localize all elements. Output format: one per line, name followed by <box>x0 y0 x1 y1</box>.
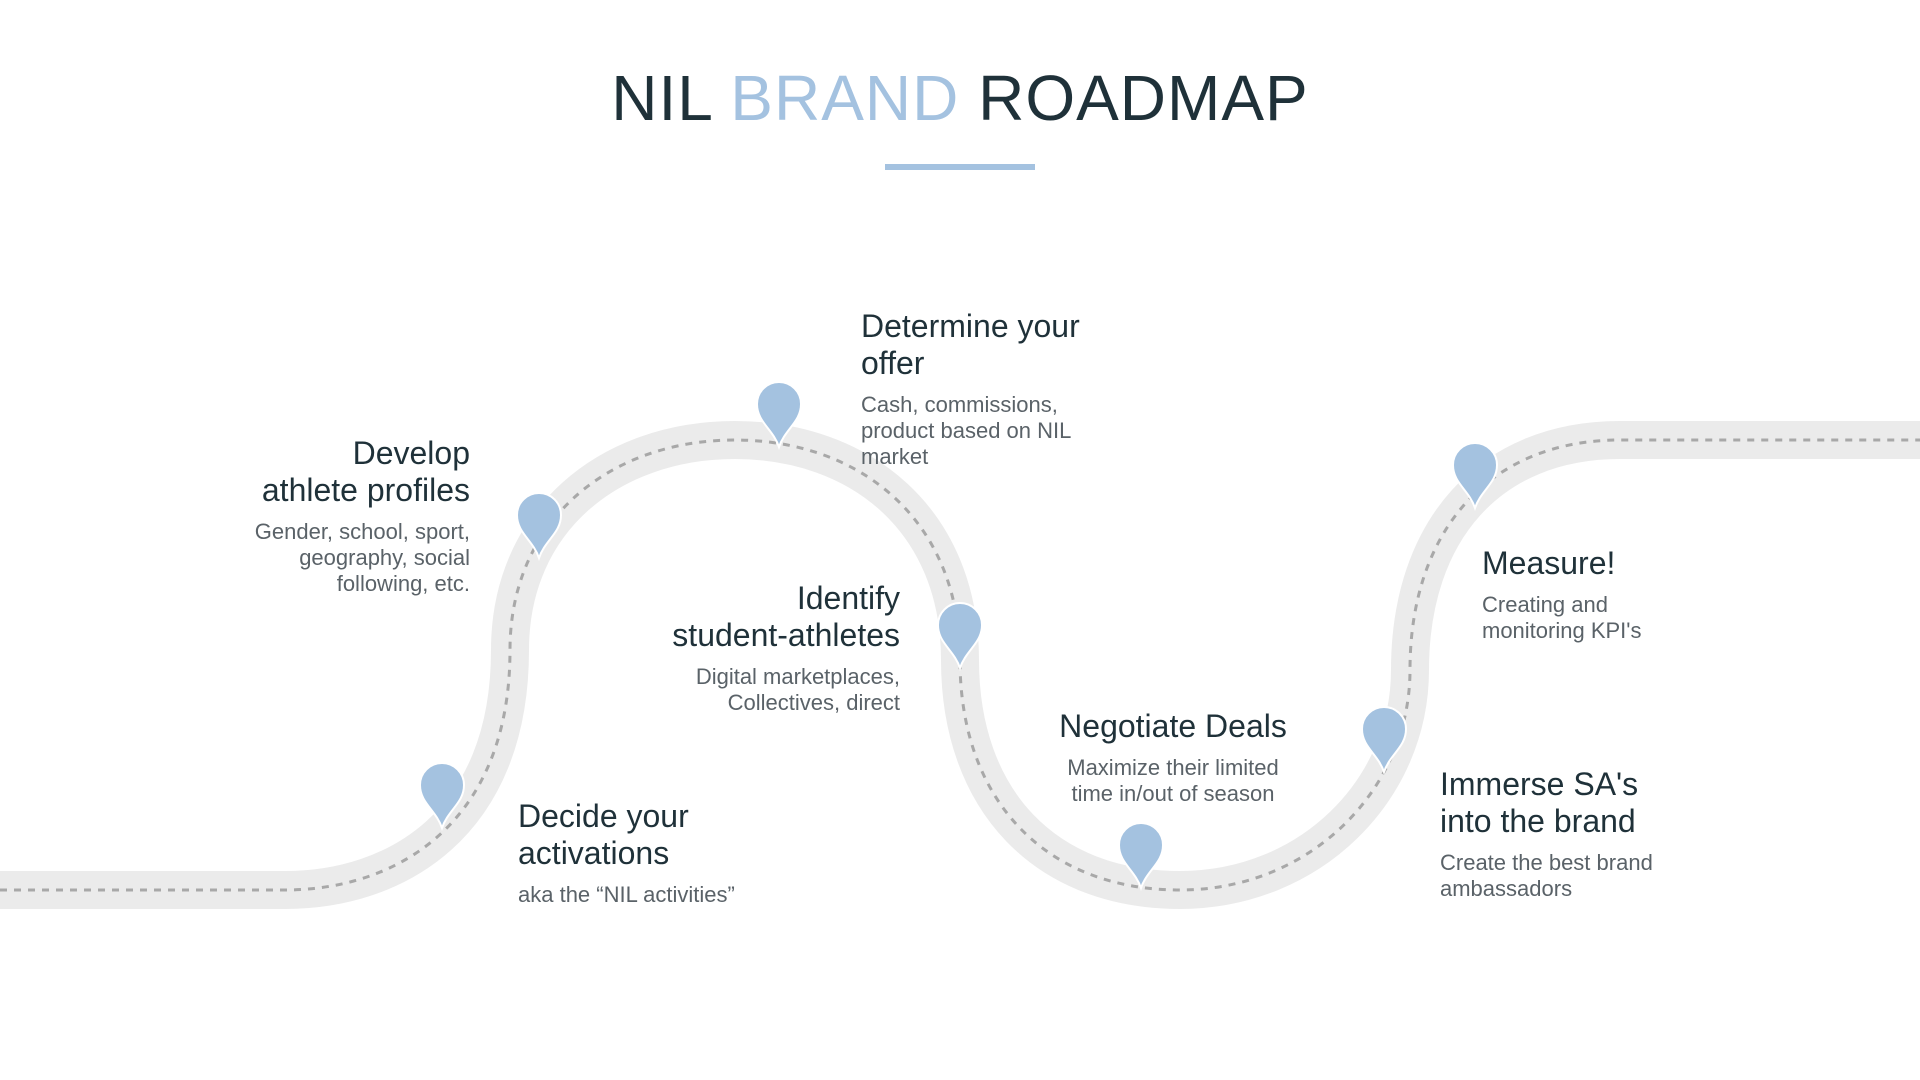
pin-negotiate-deals-icon <box>1117 822 1165 892</box>
step-heading: Immerse SA's into the brand <box>1440 766 1740 840</box>
step-heading-line: Identify <box>796 580 900 616</box>
step-heading: Decide your activations <box>518 798 838 872</box>
title-word-brand: BRAND <box>730 62 960 134</box>
step-immerse-into-brand: Immerse SA's into the brand Create the b… <box>1440 766 1740 902</box>
pin-develop-profiles-icon <box>515 492 563 562</box>
page-title: NIL BRAND ROADMAP <box>0 58 1920 138</box>
step-description-line: Gender, school, sport, <box>254 519 470 544</box>
step-description-line: Digital marketplaces, <box>695 664 900 689</box>
step-heading-line: Measure! <box>1482 545 1616 581</box>
title-word-nil: NIL <box>611 62 712 134</box>
step-heading: Identify student-athletes <box>600 580 900 654</box>
step-description-line: Create the best brand <box>1440 850 1653 875</box>
step-description-line: Maximize their limited <box>1067 755 1279 780</box>
step-description: Creating and monitoring KPI's <box>1482 592 1742 644</box>
step-heading-line: activations <box>518 835 670 871</box>
step-description-line: product based on NIL <box>861 418 1072 443</box>
step-negotiate-deals: Negotiate Deals Maximize their limited t… <box>1033 708 1313 807</box>
step-heading-line: offer <box>861 345 925 381</box>
step-heading: Determine your offer <box>861 308 1141 382</box>
step-heading-line: Decide your <box>518 798 689 834</box>
step-identify-student-athletes: Identify student-athletes Digital market… <box>600 580 900 716</box>
step-heading-line: Negotiate Deals <box>1059 708 1287 744</box>
step-heading-line: Develop <box>352 435 470 471</box>
step-heading-line: student-athletes <box>672 617 900 653</box>
step-description-line: Cash, commissions, <box>861 392 1058 417</box>
step-heading-line: athlete profiles <box>261 472 470 508</box>
step-description: Maximize their limited time in/out of se… <box>1033 755 1313 807</box>
step-description: aka the “NIL activities” <box>518 882 838 908</box>
step-description: Cash, commissions, product based on NIL … <box>861 392 1141 470</box>
pin-immerse-brand-icon <box>1360 706 1408 776</box>
step-description: Create the best brand ambassadors <box>1440 850 1740 902</box>
step-description-line: Creating and <box>1482 592 1608 617</box>
step-heading: Develop athlete profiles <box>190 435 470 509</box>
pin-decide-activations-icon <box>418 762 466 832</box>
step-heading-line: Immerse SA's <box>1440 766 1639 802</box>
step-measure: Measure! Creating and monitoring KPI's <box>1482 545 1742 644</box>
step-heading-line: into the brand <box>1440 803 1636 839</box>
step-determine-offer: Determine your offer Cash, commissions, … <box>861 308 1141 470</box>
step-description-line: market <box>861 444 929 469</box>
pin-identify-athletes-icon <box>936 602 984 672</box>
step-heading: Negotiate Deals <box>1033 708 1313 745</box>
step-description-line: ambassadors <box>1440 876 1573 901</box>
pin-measure-icon <box>1451 442 1499 512</box>
pin-determine-offer-icon <box>755 381 803 451</box>
step-decide-activations: Decide your activations aka the “NIL act… <box>518 798 838 908</box>
step-description-line: following, etc. <box>336 571 470 596</box>
step-heading: Measure! <box>1482 545 1742 582</box>
step-description-line: Collectives, direct <box>727 690 900 715</box>
step-description-line: monitoring KPI's <box>1482 618 1642 643</box>
title-word-roadmap: ROADMAP <box>978 62 1309 134</box>
step-description: Digital marketplaces, Collectives, direc… <box>600 664 900 716</box>
step-description: Gender, school, sport, geography, social… <box>190 519 470 597</box>
step-heading-line: Determine your <box>861 308 1080 344</box>
step-description-line: geography, social <box>299 545 470 570</box>
step-develop-athlete-profiles: Develop athlete profiles Gender, school,… <box>190 435 470 597</box>
road-dashed-centerline <box>0 438 1920 892</box>
title-underline <box>885 164 1035 170</box>
step-description-line: aka the “NIL activities” <box>518 882 735 907</box>
step-description-line: time in/out of season <box>1071 781 1275 806</box>
